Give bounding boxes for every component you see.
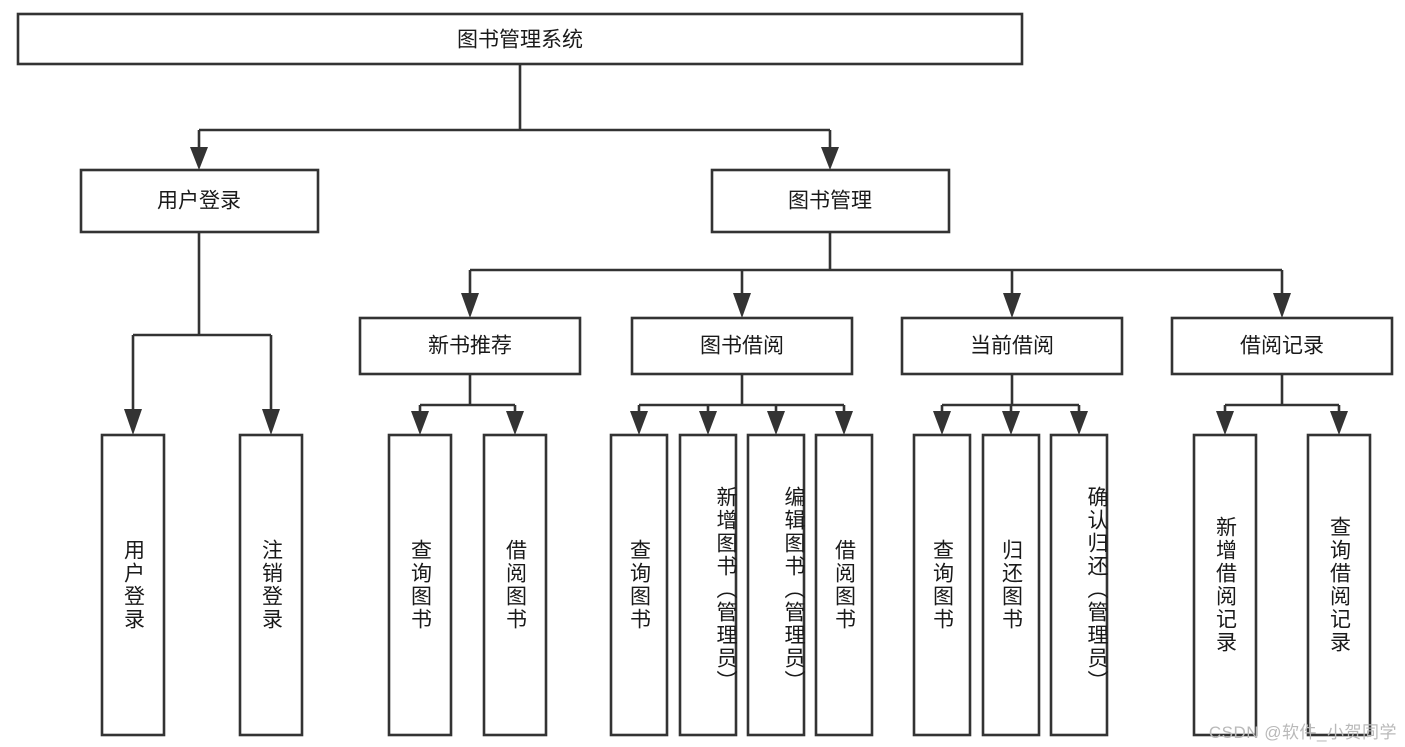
arrow-head-user-login (190, 147, 208, 170)
node-box-leaf-confirm-return[interactable] (1049, 433, 1109, 737)
node-box-leaf-logout[interactable] (238, 433, 304, 737)
node-box-leaf-return-book[interactable] (981, 433, 1041, 737)
node-box-book-borrow[interactable] (630, 316, 854, 376)
node-box-leaf-user-login[interactable] (100, 433, 166, 737)
arrow-head-leaf-return-book (1002, 411, 1020, 435)
node-box-root[interactable] (16, 12, 1024, 66)
node-label-borrow-record: 借阅记录 (1240, 335, 1324, 358)
node-box-leaf-borrow-book-2[interactable] (814, 433, 874, 737)
node-label-root: 图书管理系统 (457, 29, 583, 52)
arrow-head-leaf-logout (262, 409, 280, 435)
node-box-current-borrow[interactable] (900, 316, 1124, 376)
node-box-book-manage[interactable] (710, 168, 951, 234)
node-box-user-login[interactable] (79, 168, 320, 234)
arrow-head-leaf-add-record (1216, 411, 1234, 435)
arrow-head-current-borrow (1003, 293, 1021, 318)
node-box-leaf-add-book[interactable] (678, 433, 738, 737)
csdn-watermark: CSDN @软件_小贺同学 (1208, 723, 1397, 742)
arrow-head-leaf-edit-book (767, 411, 785, 435)
node-box-borrow-record[interactable] (1170, 316, 1394, 376)
arrow-head-leaf-add-book (699, 411, 717, 435)
arrow-head-leaf-borrow-book-1 (506, 411, 524, 435)
arrow-head-leaf-borrow-book-2 (835, 411, 853, 435)
arrow-head-leaf-user-login (124, 409, 142, 435)
node-layer: 图书管理系统 用户登录 图书管理 新书推荐 图书借阅 当前借阅 借阅记录 (16, 12, 1394, 737)
arrow-head-new-book-recommend (461, 293, 479, 318)
node-label-new-book-recommend: 新书推荐 (428, 335, 512, 358)
node-label-book-borrow: 图书借阅 (700, 335, 784, 358)
node-label-book-manage: 图书管理 (788, 190, 872, 213)
connector-layer (124, 64, 1348, 435)
arrow-head-leaf-confirm-return (1070, 411, 1088, 435)
node-box-leaf-edit-book[interactable] (746, 433, 806, 737)
arrow-head-leaf-query-book-1 (411, 411, 429, 435)
node-box-new-book-recommend[interactable] (358, 316, 582, 376)
arrow-head-leaf-query-book-2 (630, 411, 648, 435)
arrow-head-book-borrow (733, 293, 751, 318)
arrow-head-leaf-query-record (1330, 411, 1348, 435)
node-label-current-borrow: 当前借阅 (970, 335, 1054, 358)
arrow-head-leaf-query-book-3 (933, 411, 951, 435)
node-label-user-login: 用户登录 (157, 190, 241, 213)
node-box-leaf-borrow-book-1[interactable] (482, 433, 548, 737)
arrow-head-borrow-record (1273, 293, 1291, 318)
node-box-leaf-query-book-2[interactable] (609, 433, 669, 737)
node-box-leaf-query-book-3[interactable] (912, 433, 972, 737)
arrow-head-book-manage (821, 147, 839, 170)
node-box-leaf-query-book-1[interactable] (387, 433, 453, 737)
node-box-leaf-add-record[interactable] (1192, 433, 1258, 737)
node-box-leaf-query-record[interactable] (1306, 433, 1372, 737)
